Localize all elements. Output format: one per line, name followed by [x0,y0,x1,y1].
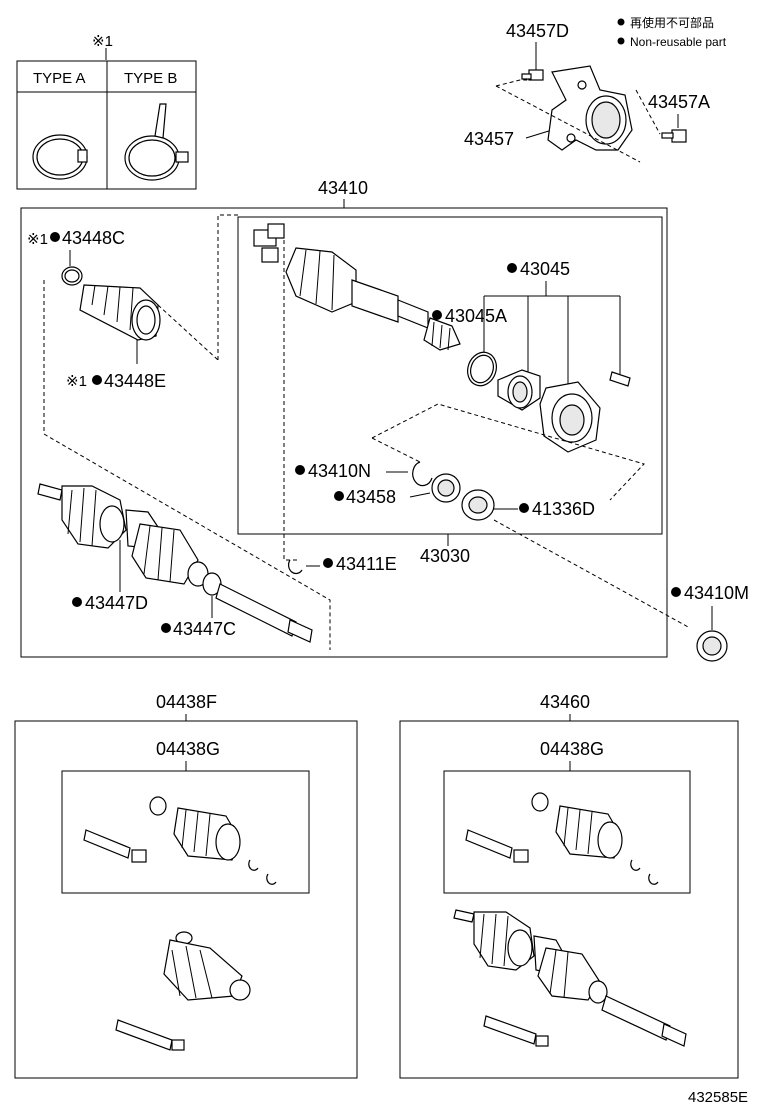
bearing-housing-icon [539,381,601,453]
non-reusable-marker-icon [50,232,60,242]
seal-41336D-icon [461,489,495,521]
part-43410M: 43410M [671,583,749,662]
label-43448C: 43448C [62,228,125,248]
non-reusable-marker-icon [92,375,102,385]
bolt-43457D-icon [521,69,544,81]
label-41336D: 41336D [532,499,595,519]
drive-shaft-icon [37,483,313,643]
note-mark-1: ※1 [27,231,48,248]
legend-bullet-icon [617,18,625,26]
non-reusable-marker-icon [507,263,517,273]
non-reusable-marker-icon [295,465,305,475]
legend-en-text: Non-reusable part [630,35,727,49]
label-43457A: 43457A [648,92,710,112]
tripod-joint-icon [253,223,285,263]
clamp-type-b-icon [124,103,189,181]
kit-04438F: 04438F 04438G [14,692,358,1079]
snap-ring-43410N-icon [412,461,433,487]
drive-shaft-kit-icon [453,909,687,1047]
label-43447C: 43447C [173,619,236,639]
snap-ring-icon [467,351,497,387]
boot-kit-right-icon [465,792,659,885]
snap-ring-43411E-icon [287,559,303,575]
label-43457D: 43457D [506,21,569,41]
bearing-bracket-group: 43457D 43457A 43457 [464,21,710,163]
label-43030: 43030 [420,546,470,566]
clamp-43448C-icon [61,266,83,286]
label-43411E: 43411E [336,554,397,574]
bolt-43457A-icon [661,129,687,143]
note-mark-2: ※1 [66,373,87,390]
boot-kit-left-icon [83,796,277,885]
label-04438F: 04438F [156,692,217,712]
inboard-housing-icon [285,247,461,351]
non-reusable-marker-icon [432,310,442,320]
bearing-bracket-icon [547,65,633,151]
label-04438G-right: 04438G [540,739,604,759]
label-43045: 43045 [520,259,570,279]
label-43460: 43460 [540,692,590,712]
label-43410M: 43410M [684,583,749,603]
assembly-43410: 43410 ※1 43448C ※1 43448E [20,178,691,658]
legend-bullet-icon [617,37,625,45]
label-43410: 43410 [318,178,368,198]
label-43447D: 43447D [85,593,148,613]
clamp-type-a-icon [32,134,88,180]
legend-jp-text: 再使用不可部品 [630,15,714,30]
note-mark: ※1 [92,33,113,50]
label-43045A: 43045A [445,306,507,326]
boot-large-left-icon [115,931,251,1051]
legend: 再使用不可部品 Non-reusable part [617,15,727,49]
boot-outboard-icon [79,284,161,341]
label-43448E: 43448E [104,371,166,391]
pin-icon [609,371,631,387]
figure-id: 432585E [688,1089,748,1106]
non-reusable-marker-icon [334,491,344,501]
bearing-43045-icon [497,369,541,411]
type-a-header: TYPE A [33,70,86,87]
type-box: ※1 TYPE A TYPE B [16,33,197,190]
label-04438G-left: 04438G [156,739,220,759]
label-43457: 43457 [464,129,514,149]
seal-43410M-icon [696,630,728,662]
non-reusable-marker-icon [519,503,529,513]
label-43458: 43458 [346,487,396,507]
non-reusable-marker-icon [671,587,681,597]
non-reusable-marker-icon [323,558,333,568]
non-reusable-marker-icon [161,623,171,633]
type-b-header: TYPE B [124,70,177,87]
seal-43458-icon [431,473,461,503]
kit-43460: 43460 04438G [399,692,739,1079]
label-43410N: 43410N [308,461,371,481]
non-reusable-marker-icon [72,597,82,607]
